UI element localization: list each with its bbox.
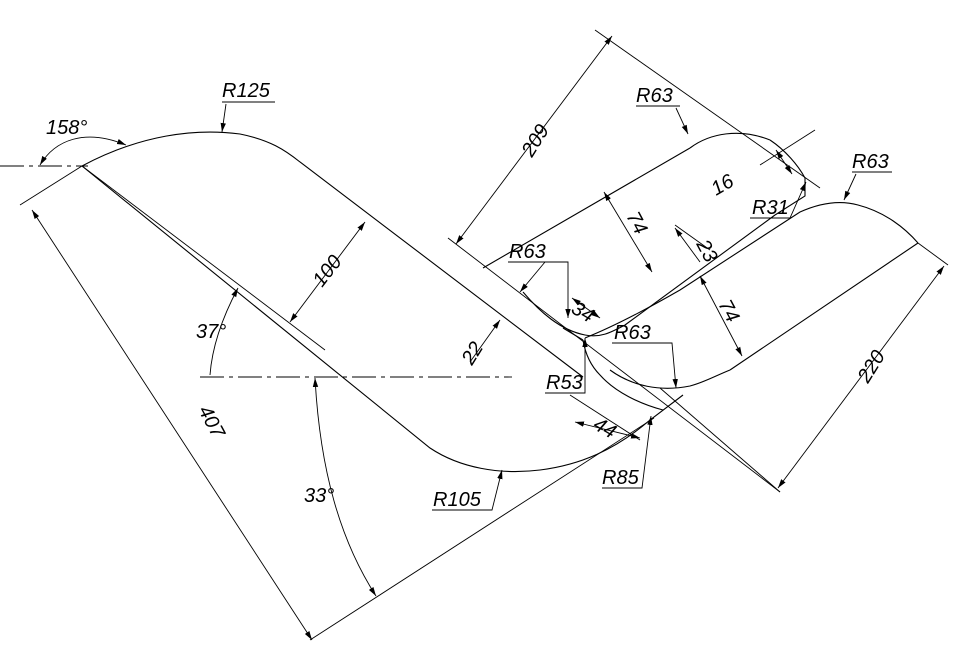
leader-r53 [545,338,588,394]
label-r63-low: R63 [614,322,651,344]
label-34: 34 [568,297,598,327]
dim-line-22-b [519,261,546,293]
top-r63-arc [689,132,771,149]
leader-r125 [220,103,227,133]
r63-low-arc [609,369,731,389]
middle-slot-lower-arc [522,291,626,337]
dim-line-74-upper [603,191,653,273]
right-arm-lower-edge [729,242,919,371]
middle-slot-upper-edge [624,214,776,326]
arc-158 [39,136,127,166]
label-r125: R125 [222,80,271,102]
right-arm-upper-curve [584,202,919,339]
label-220: 220 [853,347,890,388]
dim-line-23 [674,227,701,263]
leader-r105 [432,469,503,511]
label-r63-right: R63 [852,151,889,173]
lower-arm-outline [81,165,684,473]
label-74-upper: 74 [622,208,652,238]
label-100: 100 [309,251,347,291]
label-r63-top: R63 [636,85,673,107]
ext-209-base [447,237,781,493]
label-407: 407 [194,402,230,443]
label-angle-37: 37° [196,321,226,343]
leader-r63-mid [508,261,571,318]
leader-r31 [750,181,807,219]
leader-r63-top [675,107,689,135]
leader-r85 [602,415,653,489]
leader-r63-right [843,173,857,201]
ext-407-bottom [309,417,655,641]
dim-line-34 [571,297,601,319]
dim-line-22-a [469,319,501,363]
arc-33 [312,377,377,597]
leader-r63-low [612,342,678,389]
ext-220-bottom [659,387,781,493]
label-r53: R53 [546,372,583,394]
arc-37 [209,287,239,376]
label-angle-158: 158° [46,117,87,139]
upper-arm-outline [81,131,584,378]
dim-line-100 [289,221,366,323]
dim-line-407 [31,209,313,641]
dim-line-74-lower [699,275,743,357]
ext-209-top [594,29,821,189]
ext-16-a [759,129,816,166]
dim-line-209 [455,35,613,245]
label-r105: R105 [433,489,482,511]
label-r63-mid: R63 [509,241,546,263]
label-angle-33: 33° [304,485,334,507]
label-r85: R85 [602,467,640,489]
dim-line-220 [777,265,945,489]
r53-fillet-arc [582,339,664,411]
label-44: 44 [590,413,620,443]
label-r31: R31 [752,197,789,219]
dim-line-44 [574,421,641,439]
dim-line-16 [775,149,793,175]
ext-407-topstub [19,165,83,206]
label-74-lower: 74 [714,296,744,326]
ext-220-top [917,242,949,266]
label-16: 16 [708,170,739,201]
